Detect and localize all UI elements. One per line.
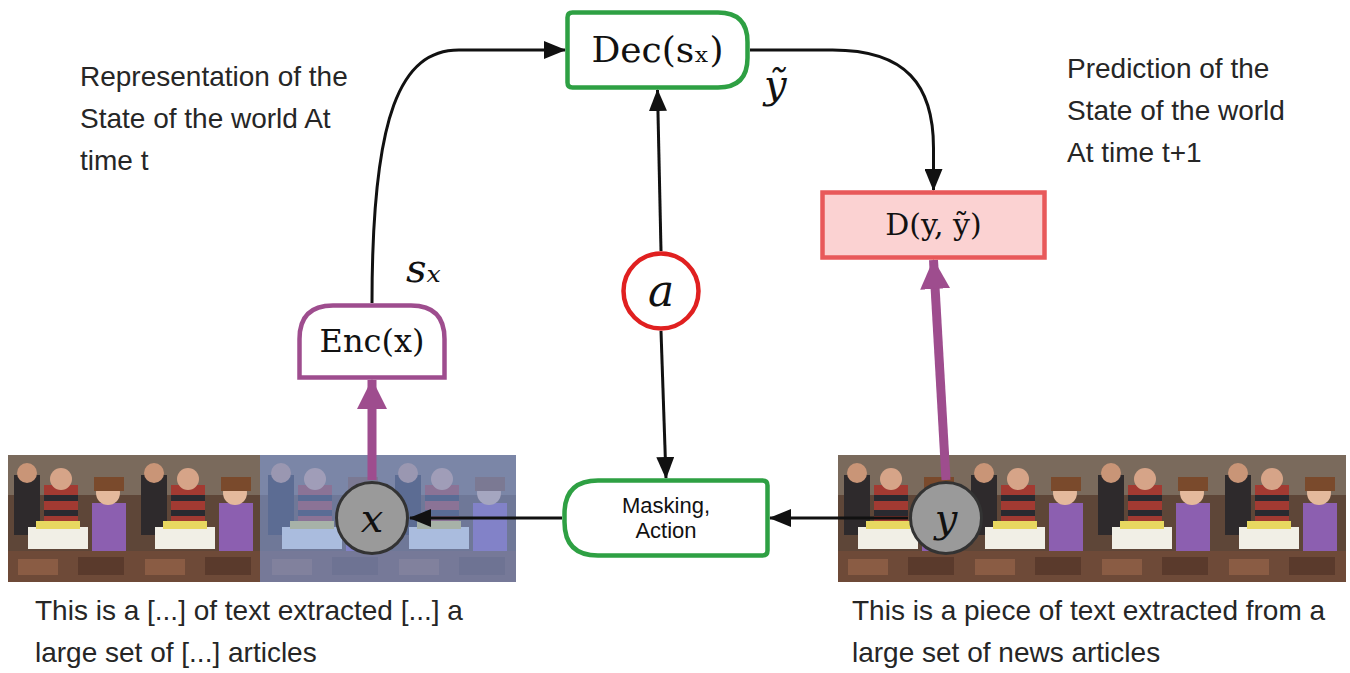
- photo-frame: [965, 455, 1092, 582]
- node-text: x: [361, 495, 384, 541]
- node-outline: [823, 193, 1045, 258]
- masked-text-sample: This is a [...] of text extracted [...] …: [35, 590, 505, 673]
- distance-box: D(y, ỹ): [820, 190, 1047, 260]
- node-text: y: [935, 495, 958, 541]
- target-circle: y: [908, 480, 984, 556]
- node-text: Dec(sₓ): [591, 29, 723, 70]
- masking-box: Masking, Action: [562, 478, 770, 558]
- node-outline: [568, 13, 748, 88]
- encoder-box: Enc(x): [297, 303, 447, 380]
- photo-frame: [1092, 455, 1219, 582]
- edge-label: ỹ: [762, 62, 789, 106]
- photo-frame: [1219, 455, 1346, 582]
- node-text: D(y, ỹ): [885, 208, 981, 243]
- photo-frame: [8, 455, 135, 582]
- node-outline: [565, 481, 768, 556]
- node-outline: [911, 483, 982, 554]
- state-caption: Representation of the State of the world…: [80, 56, 380, 182]
- node-outline: [300, 306, 445, 378]
- node-outline: [337, 483, 408, 554]
- node-text: Enc(x): [320, 323, 425, 360]
- connector-arrow: [750, 50, 934, 190]
- connector-arrow: [372, 50, 565, 303]
- full-text-sample: This is a piece of text extracted from a…: [852, 590, 1332, 673]
- connector-arrow: [658, 90, 662, 251]
- connector-arrow: [934, 260, 947, 480]
- photo-frame: [135, 455, 262, 582]
- prediction-caption: Prediction of the State of the world At …: [1067, 48, 1303, 174]
- node-text: a: [648, 266, 674, 317]
- connector-arrow: [661, 331, 666, 478]
- latent-circle: a: [621, 251, 701, 331]
- connector-arrow: [770, 517, 908, 520]
- node-text: Masking, Action: [606, 493, 726, 544]
- connector-arrow: [368, 380, 377, 480]
- node-outline: [624, 254, 699, 329]
- edge-label: sₓ: [404, 246, 443, 290]
- input-circle: x: [334, 480, 410, 556]
- decoder-box: Dec(sₓ): [565, 10, 750, 90]
- connector-arrow: [410, 517, 562, 520]
